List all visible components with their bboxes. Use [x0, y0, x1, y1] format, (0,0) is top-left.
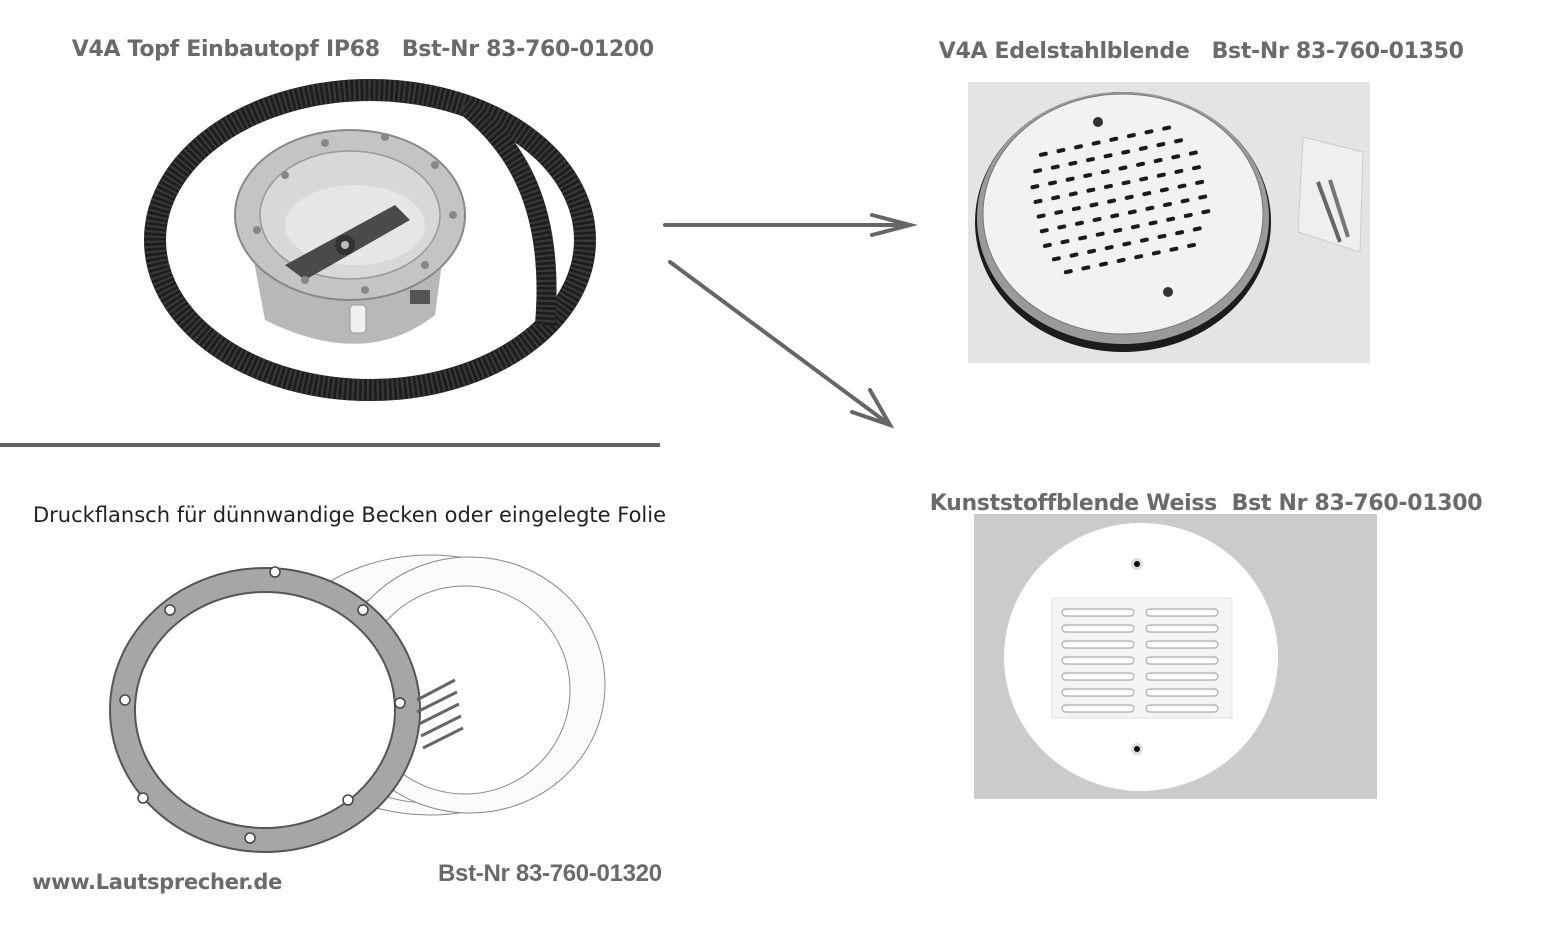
plastic-cover-order-no: Bst Nr 83-760-01300: [1231, 491, 1483, 516]
plastic-cover-title: Kunststoffblende Weiss: [929, 491, 1218, 516]
pot-title: V4A Topf Einbautopf IP68: [71, 37, 380, 62]
steel-cover-order-no: Bst-Nr 83-760-01350: [1211, 39, 1464, 64]
website-link[interactable]: www.Lautsprecher.de: [32, 870, 283, 894]
pot-label: V4A Topf Einbautopf IP68 Bst-Nr 83-760-0…: [57, 12, 654, 62]
section-divider: [0, 443, 660, 447]
steel-cover-label: V4A Edelstahlblende Bst-Nr 83-760-01350: [924, 14, 1464, 64]
steel-cover-title: V4A Edelstahlblende: [938, 39, 1190, 64]
flange-title: Druckflansch für dünnwandige Becken oder…: [33, 503, 667, 527]
flange-order-no: Bst-Nr 83-760-01320: [438, 860, 662, 887]
arrow-down-right-icon: [668, 260, 892, 427]
plastic-cover-label: Kunststoffblende Weiss Bst Nr 83-760-013…: [915, 466, 1483, 516]
pot-image: [135, 65, 610, 410]
arrows-diagram: [663, 213, 918, 429]
steel-cover-image: [968, 82, 1370, 363]
plastic-cover-image: [974, 514, 1377, 799]
flange-image: [95, 540, 725, 866]
pot-order-no: Bst-Nr 83-760-01200: [401, 37, 654, 62]
